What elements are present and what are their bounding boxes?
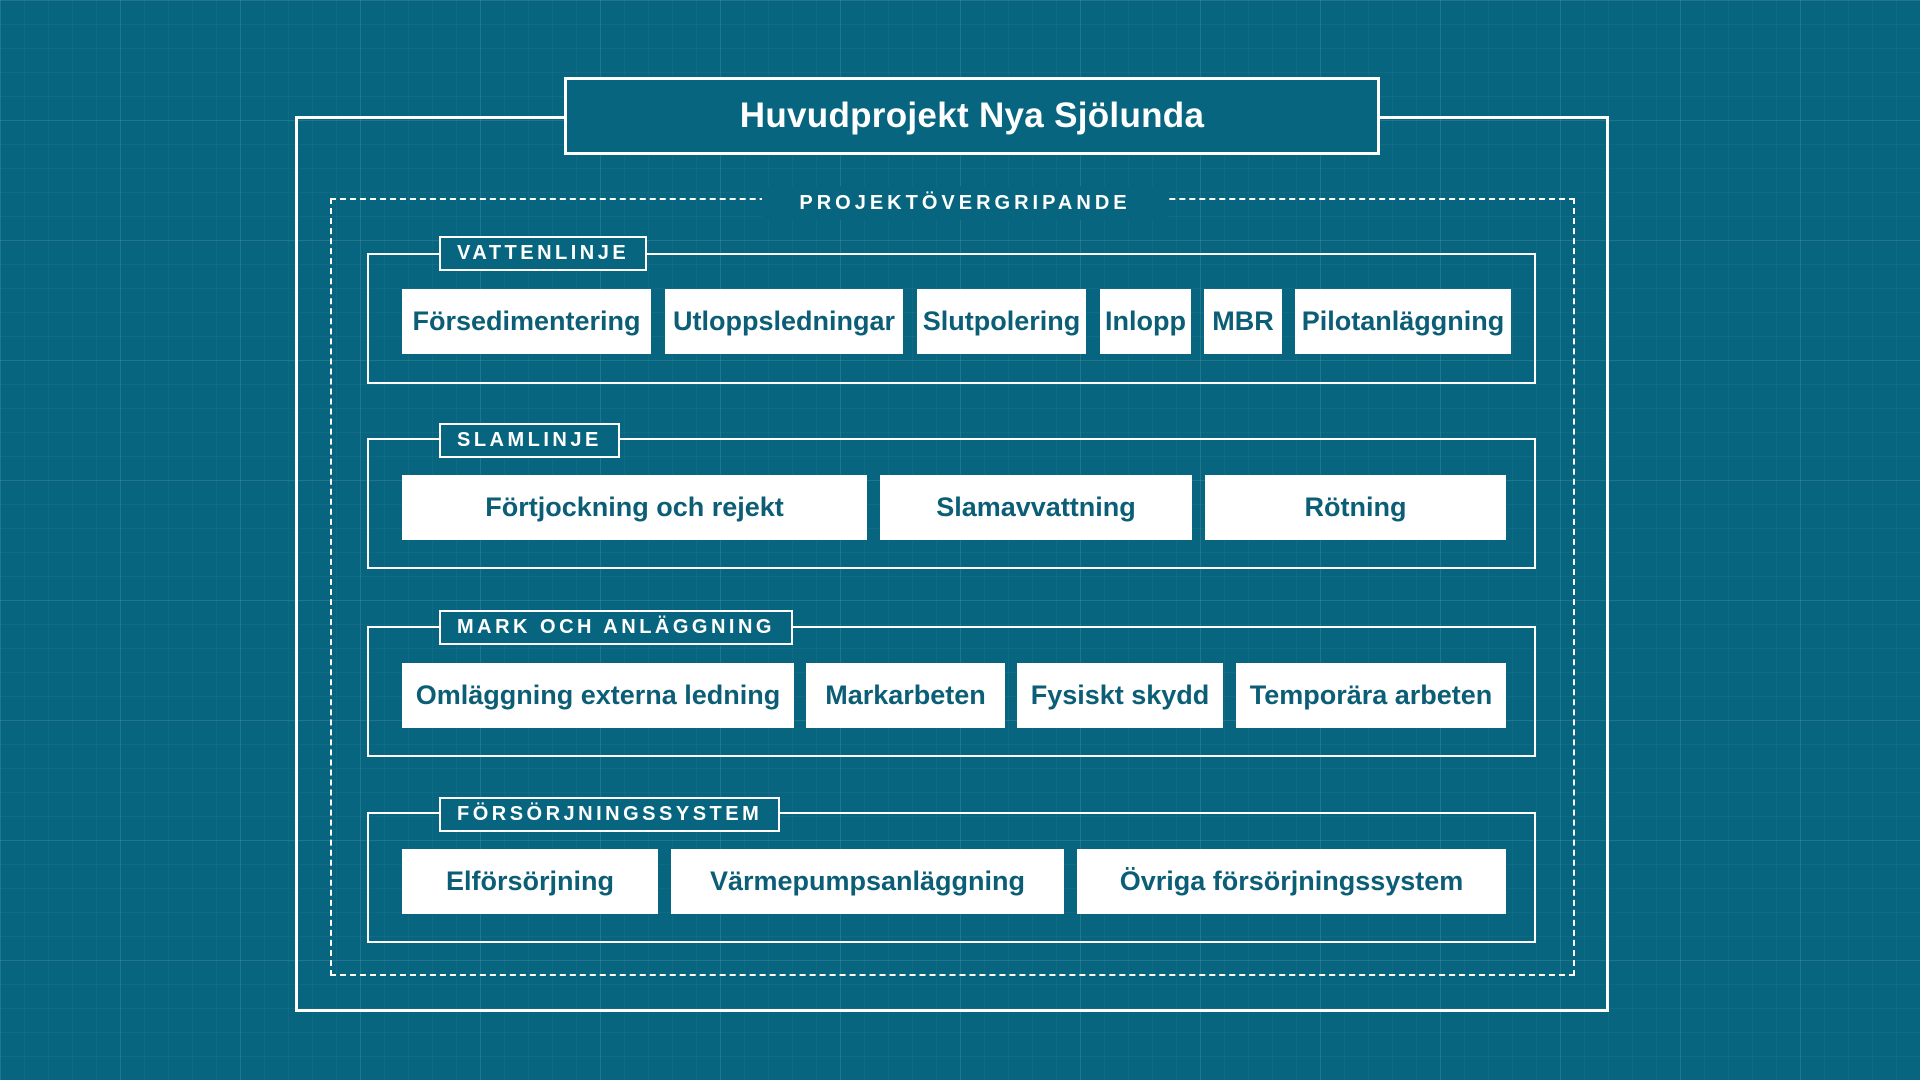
- item-forsedimentering[interactable]: Försedimentering: [402, 289, 651, 354]
- group-label-slamlinje: SLAMLINJE: [439, 423, 620, 458]
- group-box-forsorjningssystem: [367, 812, 1536, 943]
- item-slamavvattning[interactable]: Slamavvattning: [880, 475, 1192, 540]
- item-elforsorjning[interactable]: Elförsörjning: [402, 849, 658, 914]
- group-label-vattenlinje: VATTENLINJE: [439, 236, 648, 271]
- group-box-slamlinje: [367, 438, 1536, 569]
- item-fortjockning-och-rejekt[interactable]: Förtjockning och rejekt: [402, 475, 867, 540]
- item-temporara-arbeten[interactable]: Temporära arbeten: [1236, 663, 1506, 728]
- item-omlaggning-externa-ledning[interactable]: Omläggning externa ledning: [402, 663, 794, 728]
- item-fysiskt-skydd[interactable]: Fysiskt skydd: [1017, 663, 1223, 728]
- group-label-mark-och-anlaggning: MARK OCH ANLÄGGNING: [439, 610, 793, 645]
- item-varmepumpsanlaggning[interactable]: Värmepumpsanläggning: [671, 849, 1064, 914]
- item-slutpolering[interactable]: Slutpolering: [917, 289, 1086, 354]
- item-utloppsledningar[interactable]: Utloppsledningar: [665, 289, 903, 354]
- main-project-title: Huvudprojekt Nya Sjölunda: [564, 77, 1380, 155]
- item-markarbeten[interactable]: Markarbeten: [806, 663, 1005, 728]
- overarching-label: PROJEKTÖVERGRIPANDE: [762, 186, 1168, 220]
- group-box-mark-och-anlaggning: [367, 626, 1536, 757]
- item-inlopp[interactable]: Inlopp: [1100, 289, 1191, 354]
- item-rotning[interactable]: Rötning: [1205, 475, 1506, 540]
- item-mbr[interactable]: MBR: [1204, 289, 1282, 354]
- item-ovriga-forsorjningssystem[interactable]: Övriga försörjningssystem: [1077, 849, 1506, 914]
- group-label-forsorjningssystem: FÖRSÖRJNINGSSYSTEM: [439, 797, 781, 832]
- item-pilotanlaggning[interactable]: Pilotanläggning: [1295, 289, 1511, 354]
- group-box-vattenlinje: [367, 253, 1536, 384]
